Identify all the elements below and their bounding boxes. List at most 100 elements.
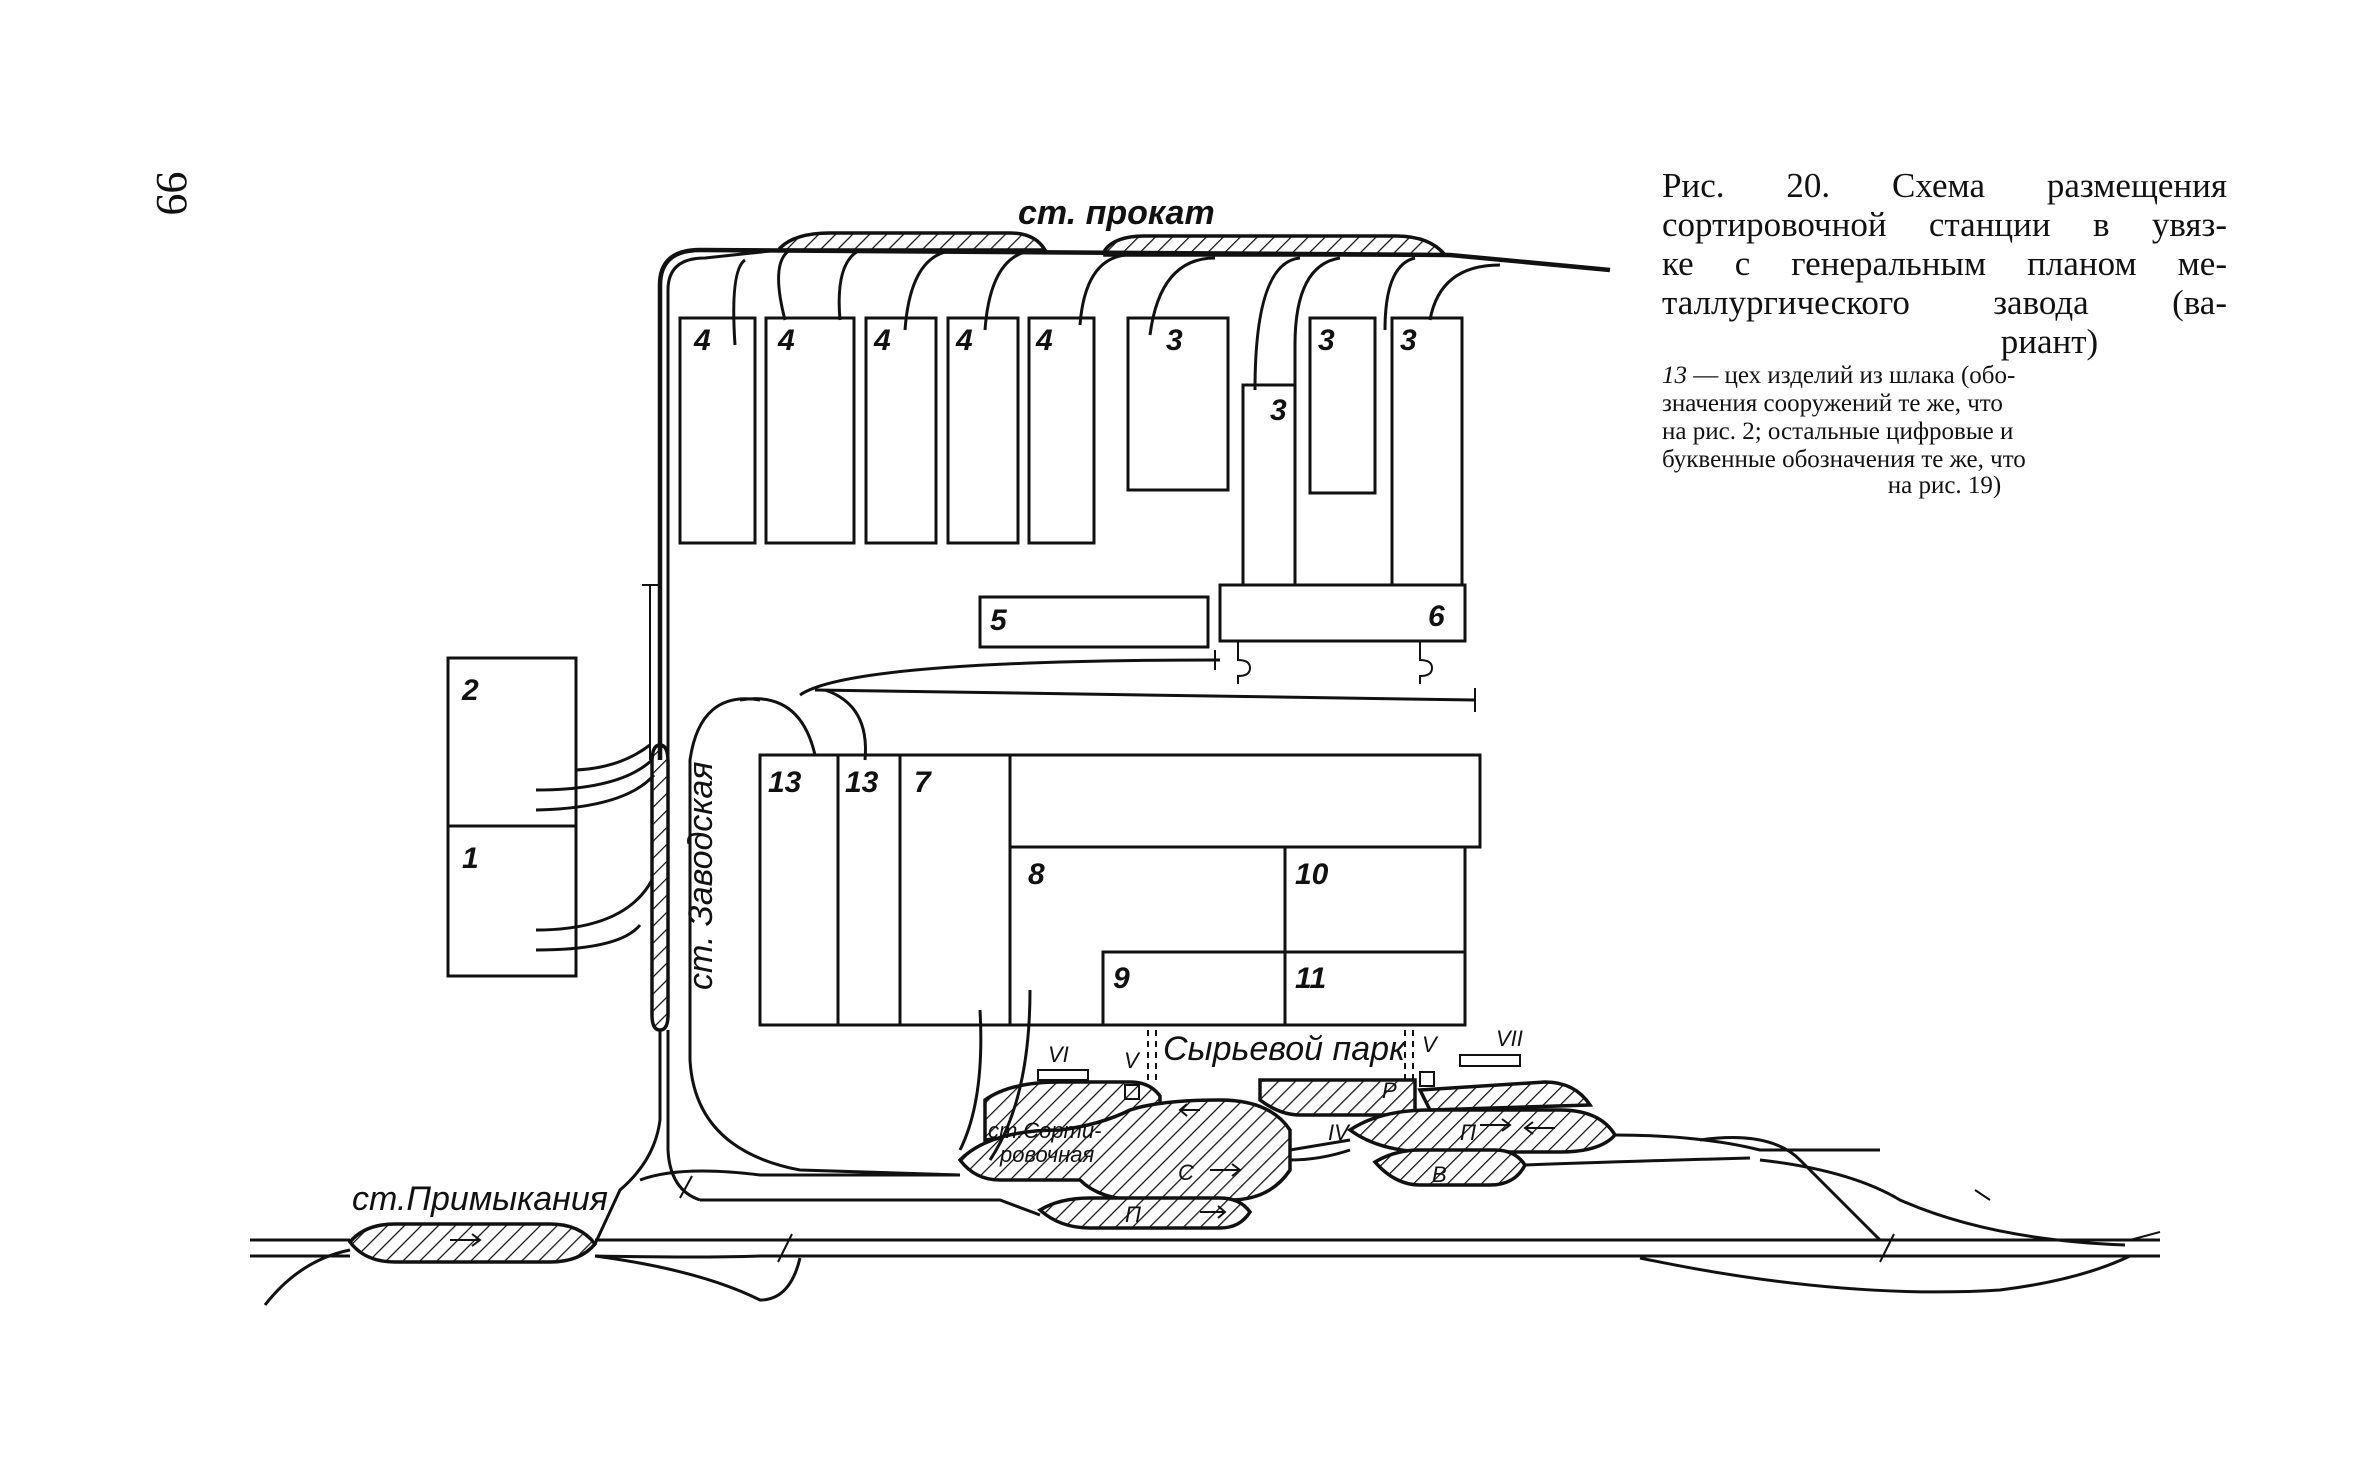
- yard-prokat: [778, 231, 1049, 252]
- label-building-4: 4: [777, 324, 795, 357]
- building-2: [446, 656, 578, 828]
- park-mark-VI: VI: [1048, 1042, 1069, 1067]
- track-east: [1524, 1156, 1751, 1167]
- figure-caption: Рис. 20. Схема размещения сортировочной …: [1662, 166, 2227, 499]
- park-mark-Pi: П: [1460, 1120, 1476, 1145]
- track-east: [1614, 1133, 1880, 1152]
- track-to-6: [799, 658, 1221, 697]
- station-label-primykaniya: ст.Примыкания: [352, 1180, 608, 1218]
- track-from-8: [988, 989, 1032, 1161]
- track-spur: [1383, 256, 1416, 331]
- arrow-east: [1200, 1205, 1227, 1219]
- label-building-13: 13: [845, 766, 879, 799]
- arrow-west: [1523, 1121, 1555, 1135]
- label-building-3: 3: [1166, 324, 1183, 357]
- track-long: [814, 688, 1476, 702]
- track-east-loop: [1699, 1136, 1882, 1242]
- label-building-8: 8: [1028, 858, 1045, 891]
- label-building-7: 7: [914, 766, 932, 799]
- track-spur: [1293, 256, 1341, 346]
- signal-box: [1124, 1084, 1140, 1100]
- park-mark-C: C: [1178, 1160, 1194, 1185]
- yard-b-park: [1372, 1148, 1528, 1187]
- track-spur: [837, 248, 861, 321]
- track-spur: [732, 258, 747, 346]
- station-label-sortirovochnaya: ровочная: [999, 1142, 1094, 1167]
- building-4: [864, 316, 938, 545]
- track-spur: [1148, 256, 1216, 336]
- caption-note-line: на рис. 19): [1887, 472, 2002, 499]
- caption-title-line: таллургического завода (ва-: [1662, 283, 2227, 322]
- track-loop: [688, 697, 961, 1177]
- caption-note-number: 13: [1662, 362, 1687, 389]
- track-spur: [1428, 263, 1501, 321]
- building-13: [758, 753, 840, 1027]
- caption-note-line: на рис. 2; остальные цифровые и: [1662, 418, 2014, 445]
- caption-note-line: буквенные обозначения те же, что: [1662, 446, 2026, 473]
- building-9: [1101, 950, 1287, 1027]
- building-3: [1390, 316, 1464, 588]
- building-7: [898, 753, 1012, 1027]
- arrow-east: [1210, 1163, 1242, 1177]
- track-loop-inner: [824, 688, 867, 761]
- track-east-branch: [1639, 1254, 2131, 1294]
- caption-note-line: 13 — цех изделий из шлака (обо-: [1662, 363, 2227, 389]
- arrow-east: [450, 1233, 482, 1247]
- park-mark-VII: VII: [1496, 1026, 1523, 1051]
- raw-park-label: Сырьевой парк: [1163, 1030, 1407, 1068]
- label-building-1: 1: [462, 842, 479, 875]
- park-mark-IV: IV: [1328, 1120, 1351, 1145]
- building-3: [1241, 383, 1297, 587]
- building-4: [946, 316, 1020, 545]
- label-building-13: 13: [768, 766, 802, 799]
- signal-box: [1419, 1071, 1435, 1087]
- track-zavodskaya-south: [593, 1030, 662, 1245]
- arrow-east: [1480, 1118, 1512, 1132]
- park-mark-V: V: [1422, 1032, 1439, 1057]
- track-east-loop-return: [1759, 1158, 2126, 1247]
- label-building-3: 3: [1400, 324, 1417, 357]
- track-to-sortirovochnaya: [639, 1169, 960, 1182]
- yard-p-park-east: [1346, 1108, 1618, 1154]
- park-mark-Pi: П: [1125, 1202, 1141, 1227]
- building-10: [1283, 845, 1467, 954]
- crossing-tick: [1879, 1233, 1895, 1263]
- label-building-4: 4: [873, 324, 891, 357]
- station-label-prokat: ст. прокат: [1018, 194, 1215, 232]
- track-switchback: [1237, 641, 1252, 684]
- track-from-13: [958, 1009, 983, 1151]
- yard-primykaniya: [347, 1222, 598, 1264]
- building-13: [836, 753, 902, 1027]
- label-building-5: 5: [990, 604, 1008, 637]
- building-11: [1283, 950, 1467, 1027]
- building-3: [1308, 316, 1377, 495]
- caption-title-line: Рис. 20. Схема размещения: [1662, 166, 2227, 205]
- label-building-2: 2: [461, 674, 479, 707]
- crossing-tick: [777, 1233, 793, 1263]
- track-through-sort: [1289, 1138, 1351, 1162]
- park-mark-V-small: V: [1124, 1048, 1141, 1073]
- building-5: [978, 595, 1210, 649]
- label-building-11: 11: [1295, 962, 1326, 995]
- track-to-sortirovochnaya: [700, 1198, 1041, 1217]
- track-to-building-1: [535, 879, 654, 932]
- building-6: [1218, 583, 1467, 643]
- label-building-3: 3: [1270, 394, 1287, 427]
- park-mark-B: B: [1432, 1162, 1447, 1187]
- track-to-building-2: [535, 774, 656, 812]
- track-primykaniya-branch: [263, 1248, 351, 1306]
- label-building-6: 6: [1428, 600, 1445, 633]
- track-to-building-2: [535, 758, 654, 792]
- track-loop-inner: [739, 697, 817, 756]
- yard-raw-park: [1258, 1078, 1417, 1117]
- label-building-3: 3: [1318, 324, 1335, 357]
- yard-sortirovochnaya-lower: [957, 1098, 1292, 1202]
- track-switchback: [1419, 641, 1434, 684]
- yard-prokat-2: [1103, 234, 1449, 257]
- track-to-building-1: [535, 924, 642, 952]
- label-building-9: 9: [1113, 962, 1130, 995]
- yard-p-park: [1037, 1196, 1253, 1230]
- track-spur: [1078, 253, 1126, 326]
- building-4: [1027, 316, 1096, 545]
